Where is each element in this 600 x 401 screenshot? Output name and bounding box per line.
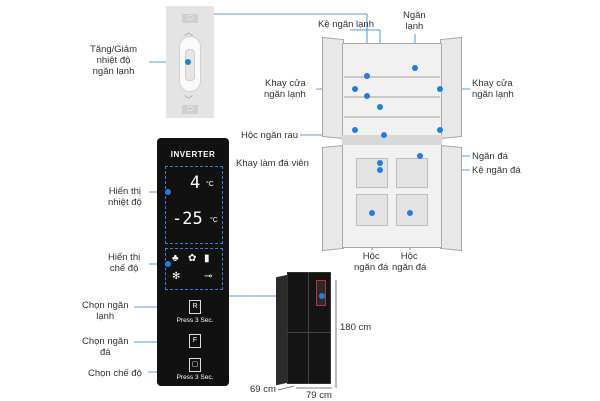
door-tray-marker <box>352 127 358 133</box>
freezer-drawer-marker <box>369 210 375 216</box>
ice-tray-marker <box>377 160 383 166</box>
mode-display: ♣ ✿ ▮ ✻ ⊸ <box>165 248 223 290</box>
label-ke-ngan-da: Kệ ngăn đá <box>472 165 521 176</box>
shield-icon: ▮ <box>204 253 210 264</box>
freezer-unit: °C <box>210 217 218 224</box>
control-panel: INVERTER 4 °C -25 °C ♣ ✿ ▮ ✻ ⊸ R Press 3… <box>157 138 229 386</box>
press-note-1: Press 3 Sec. <box>176 317 214 324</box>
slider-bottom-badge: ▢ <box>182 105 198 114</box>
panel-marker <box>319 293 325 299</box>
slider-top-badge: ▢ <box>182 14 198 23</box>
dim-depth: 69 cm <box>250 384 276 395</box>
press-note-2: Press 3 Sec. <box>176 374 214 381</box>
freezer-temp: -25 <box>172 209 203 229</box>
dim-width: 79 cm <box>306 390 332 401</box>
left-lower-door <box>322 144 344 252</box>
door-tray-marker <box>437 127 443 133</box>
label-ke-ngan-lanh: Kệ ngăn lạnh <box>318 19 374 30</box>
shelf-1 <box>344 76 440 78</box>
chevron-down-icon: ﹀ <box>184 95 194 105</box>
freezer-drawer-marker <box>407 210 413 216</box>
label-khay-lam-da: Khay làm đá viên <box>236 158 309 169</box>
label-hoc-ngan-rau: Hộc ngăn rau <box>241 130 299 141</box>
fridge-divider <box>342 135 442 145</box>
mode-select-button[interactable]: ▢ <box>189 358 201 372</box>
veg-drawer-marker <box>381 132 387 138</box>
label-ngan-da: Ngăn đá <box>472 151 508 162</box>
label-chon-che-do: Chọn chế độ <box>88 368 142 379</box>
right-lower-door <box>440 144 462 252</box>
shelf-3 <box>344 116 440 118</box>
freezer-select-button[interactable]: F <box>189 334 201 348</box>
label-hien-thi-che-do: Hiển thị chế độ <box>108 252 141 274</box>
dim-height: 180 cm <box>340 322 372 333</box>
freezer-drawer-1 <box>356 158 388 188</box>
shelf-marker <box>377 104 383 110</box>
shelf-marker <box>364 73 370 79</box>
temp-display-marker <box>165 189 171 195</box>
leaf-icon: ♣ <box>172 253 179 264</box>
temperature-display: 4 °C -25 °C <box>165 166 223 244</box>
door-tray-marker <box>437 86 443 92</box>
left-upper-door <box>322 36 344 140</box>
slider-marker <box>185 59 191 65</box>
snowflake-icon: ✻ <box>172 271 181 282</box>
grape-icon: ✿ <box>188 253 197 264</box>
fridge-closed-image <box>276 272 331 386</box>
shelf-marker <box>364 93 370 99</box>
fridge-split <box>308 272 309 384</box>
mode-display-marker <box>165 261 171 267</box>
freezer-shelf-marker <box>377 167 383 173</box>
door-tray-marker <box>352 86 358 92</box>
label-tang-giam: Tăng/Giảm nhiệt độ ngăn lạnh <box>90 44 137 77</box>
fridge-unit: °C <box>206 181 214 188</box>
label-khay-cua-right: Khay cửa ngăn lạnh <box>472 78 514 100</box>
freezer-marker <box>417 153 423 159</box>
label-hoc-ngan-da-2: Hộc ngăn đá <box>392 251 427 273</box>
fridge-hsplit <box>287 332 331 333</box>
shelf-2 <box>344 96 440 98</box>
brand-label: INVERTER <box>170 150 216 159</box>
label-hoc-ngan-da-1: Hộc ngăn đá <box>354 251 389 273</box>
fridge-marker <box>412 65 418 71</box>
key-icon: ⊸ <box>204 271 213 282</box>
fridge-select-button[interactable]: R <box>189 300 201 314</box>
label-hien-thi-nhiet-do: Hiển thị nhiệt độ <box>108 186 142 208</box>
freezer-drawer-2 <box>396 158 428 188</box>
label-khay-cua-left: Khay cửa ngăn lạnh <box>264 78 306 100</box>
label-chon-ngan-lanh: Chọn ngăn lạnh <box>82 300 129 322</box>
right-upper-door <box>440 36 462 140</box>
label-chon-ngan-da: Chọn ngăn đá <box>82 336 129 358</box>
label-ngan-lanh: Ngăn lạnh <box>403 10 426 32</box>
chevron-up-icon: ︿ <box>184 27 194 37</box>
fridge-temp: 4 <box>190 173 201 193</box>
fridge-open-image <box>322 36 462 254</box>
